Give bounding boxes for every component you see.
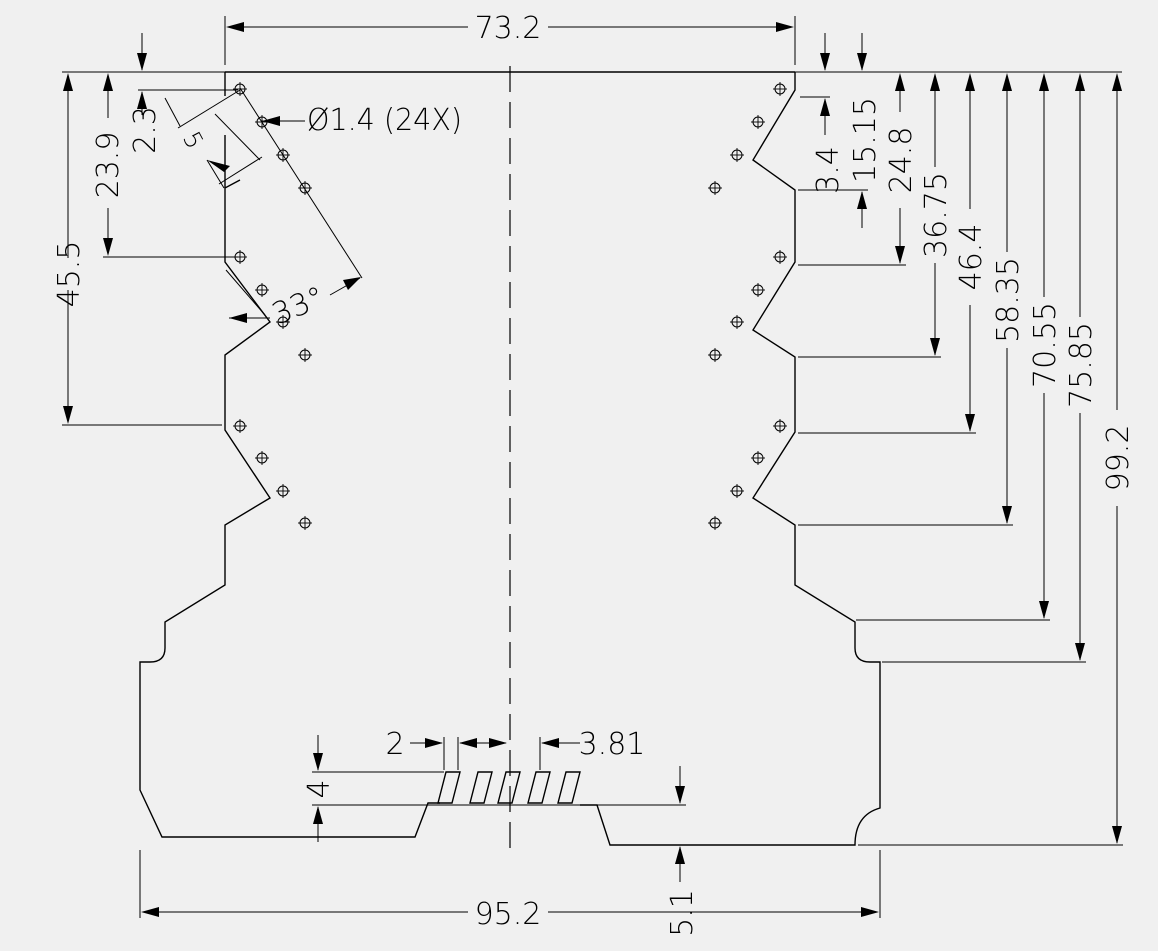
label-45-5: 45.5 (52, 241, 87, 308)
label-3-81: 3.81 (579, 727, 646, 762)
dim-58-35: 58.35 (798, 73, 1026, 526)
hole-symbol (298, 516, 312, 530)
label-2-3: 2.3 (128, 106, 163, 154)
dim-2: 2 (385, 727, 507, 770)
hole-symbol (773, 419, 787, 433)
hole-symbol (708, 516, 722, 530)
right-profile (580, 72, 881, 846)
tab-4 (527, 771, 551, 804)
hole-symbol (708, 181, 722, 195)
hole-symbol (751, 451, 765, 465)
hole-symbol (298, 181, 312, 195)
dim-4: 4 (302, 735, 686, 842)
label-99-2: 99.2 (1101, 425, 1136, 492)
label-58-35: 58.35 (991, 257, 1026, 343)
dim-5-1: 5.1 (665, 766, 700, 937)
hole-symbol (233, 419, 247, 433)
tab-1 (437, 771, 461, 804)
hole-symbol (298, 348, 312, 362)
dim-70-55: 70.55 (856, 73, 1063, 621)
label-36-75: 36.75 (919, 172, 954, 258)
label-4: 4 (302, 779, 337, 798)
label-angle: 33° (267, 280, 329, 332)
hole-symbol (708, 348, 722, 362)
hole-symbol (233, 82, 247, 96)
label-top-width: 73.2 (475, 11, 542, 46)
tab-3 (497, 771, 521, 804)
tab-5 (557, 771, 581, 804)
dim-5: 5 (164, 89, 263, 189)
hole-symbol (751, 115, 765, 129)
left-profile (139, 72, 440, 838)
hole-symbol (730, 148, 744, 162)
label-hole-callout: Ø1.4 (24X) (307, 103, 462, 138)
dim-99-2: 99.2 (858, 73, 1136, 846)
hole-symbol (751, 283, 765, 297)
tab-2 (469, 771, 493, 804)
label-15-15: 15.15 (848, 97, 883, 183)
hole-symbol (276, 484, 290, 498)
label-46-4: 46.4 (954, 224, 989, 291)
dim-3-81: 3.81 (539, 727, 646, 770)
hole-symbol (773, 82, 787, 96)
dim-bottom-width: 95.2 (139, 850, 881, 932)
hole-symbol (255, 451, 269, 465)
hole-symbol (276, 315, 290, 329)
dim-24-8: 24.8 (798, 73, 919, 266)
label-5: 5 (177, 127, 209, 154)
label-2: 2 (385, 727, 404, 762)
dim-46-4: 46.4 (798, 73, 989, 434)
dim-75-85: 75.85 (882, 73, 1099, 663)
hole-symbol (730, 315, 744, 329)
label-75-85: 75.85 (1064, 322, 1099, 408)
dim-36-75: 36.75 (798, 73, 954, 358)
hole-pattern (233, 82, 787, 530)
label-3-4: 3.4 (811, 146, 846, 194)
label-23-9: 23.9 (91, 132, 126, 199)
hole-symbol (773, 250, 787, 264)
dim-23-9: 23.9 (91, 73, 238, 258)
hole-symbol (730, 484, 744, 498)
label-bottom-width: 95.2 (475, 897, 542, 932)
label-70-55: 70.55 (1028, 302, 1063, 388)
dim-45-5: 45.5 (52, 73, 222, 426)
dim-3-4: 3.4 (800, 33, 846, 194)
label-5-1: 5.1 (665, 889, 700, 937)
dim-top-width: 73.2 (224, 11, 796, 65)
label-24-8: 24.8 (884, 127, 919, 194)
hole-callout: Ø1.4 (24X) (262, 103, 462, 138)
dim-15-15: 15.15 (798, 33, 883, 228)
dim-2-3: 2.3 (128, 33, 238, 154)
hole-symbol (255, 283, 269, 297)
